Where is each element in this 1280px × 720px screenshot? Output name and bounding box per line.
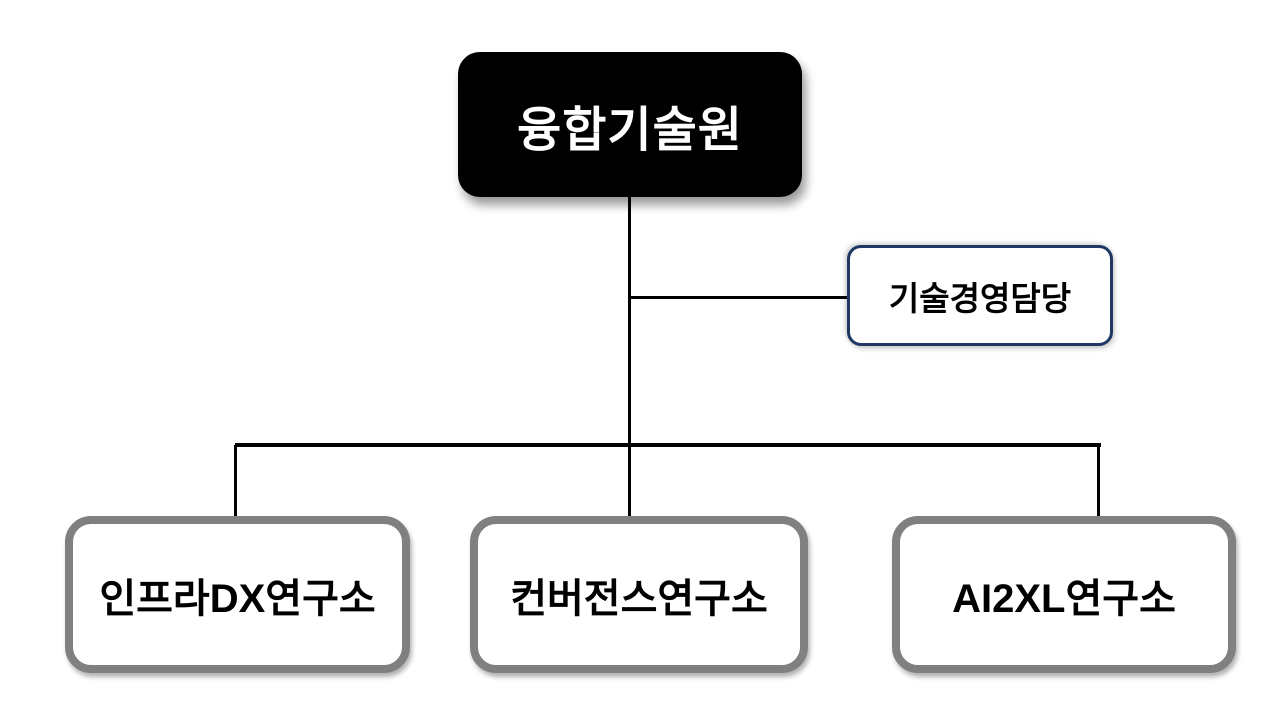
connector-staff-branch xyxy=(629,296,847,299)
org-node-child-convergence: 컨버전스연구소 xyxy=(470,516,808,673)
org-node-child-infra-dx-label: 인프라DX연구소 xyxy=(99,576,376,621)
org-node-child-ai2xl-label: AI2XL연구소 xyxy=(952,576,1176,621)
org-node-root: 융합기술원 xyxy=(458,52,802,197)
org-node-staff: 기술경영담당 xyxy=(847,245,1113,346)
org-node-child-convergence-label: 컨버전스연구소 xyxy=(510,576,768,621)
connector-children-horizontal xyxy=(235,443,1101,447)
connector-child-drop-1 xyxy=(234,445,237,520)
org-node-staff-label: 기술경영담당 xyxy=(888,279,1072,317)
connector-root-vertical xyxy=(628,197,631,447)
org-node-child-infra-dx: 인프라DX연구소 xyxy=(65,516,410,673)
connector-child-drop-3 xyxy=(1097,445,1100,523)
connector-child-drop-2 xyxy=(628,445,631,520)
org-node-child-ai2xl: AI2XL연구소 xyxy=(892,516,1236,673)
org-node-root-label: 융합기술원 xyxy=(517,103,743,157)
